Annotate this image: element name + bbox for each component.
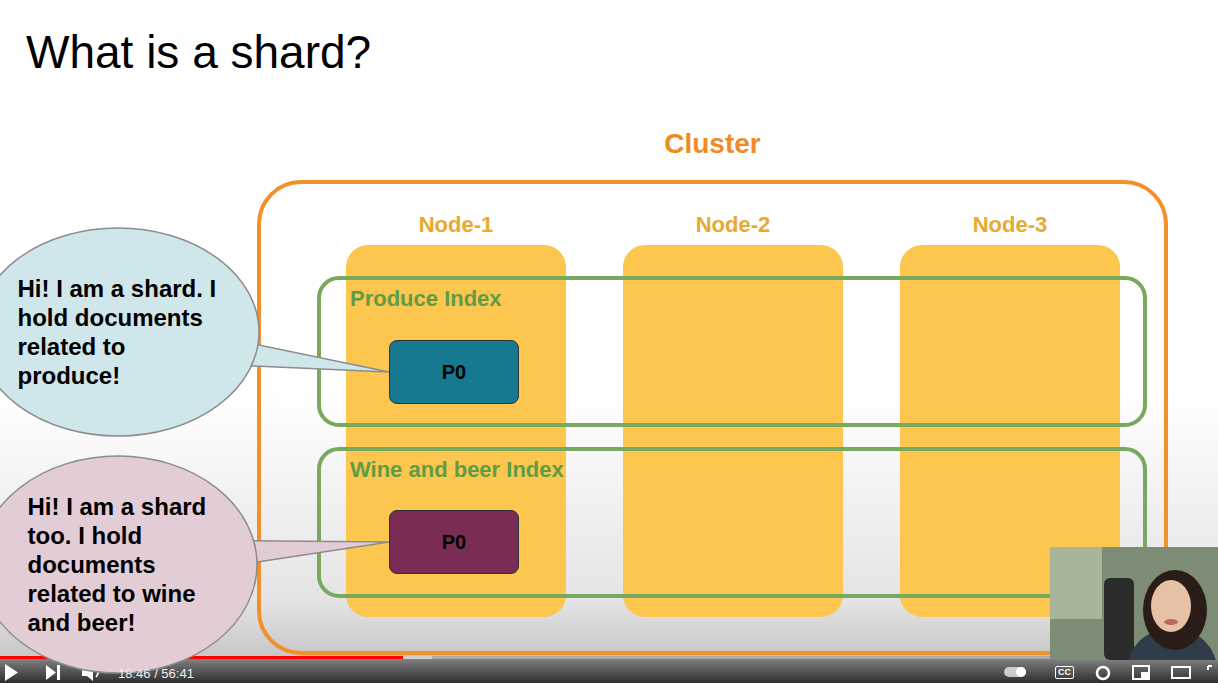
webcam-hair (1143, 570, 1207, 650)
bubble-text: Hi! I am a shard too. I hold documents r… (28, 492, 209, 637)
node-label: Node-2 (623, 205, 843, 238)
miniplayer-inner (1141, 672, 1148, 678)
node-column: Node-2 (623, 205, 843, 617)
fullscreen-icon (1208, 666, 1212, 670)
control-bar (0, 659, 1218, 683)
speech-bubble: Hi! I am a shard too. I hold documents r… (0, 455, 258, 674)
autoplay-toggle (1004, 667, 1026, 677)
cluster-label: Cluster (257, 120, 1168, 160)
theater-icon (1172, 667, 1190, 678)
progress-buffered (403, 656, 432, 659)
cluster-region: ClusterNode-1 Node-2 Node-3Produce IndexP0… (257, 120, 1168, 657)
node-label: Node-1 (346, 205, 566, 238)
node-fill (900, 245, 1120, 617)
speech-bubble: Hi! I am a shard. I hold documents relat… (0, 227, 260, 437)
shard-box: P0 (389, 340, 519, 404)
miniplayer-icon (1133, 666, 1149, 679)
slide-title: What is a shard? (26, 24, 371, 80)
index-band: Produce IndexP0 (317, 276, 1147, 427)
shard-box: P0 (389, 510, 519, 574)
webcam-frame (1050, 547, 1218, 660)
title-holder: What is a shard? (26, 24, 371, 80)
settings-icon (1097, 667, 1109, 679)
video-timestamp: 18:46 / 56:41 (118, 666, 194, 681)
play-icon (5, 664, 18, 681)
bubble-ellipse (0, 228, 259, 436)
index-label: Produce Index (317, 276, 1147, 312)
node-fill (623, 245, 843, 617)
bubble-shape (0, 227, 260, 437)
cluster-border (257, 180, 1168, 655)
label-holder: CC (1055, 666, 1074, 679)
node-column: Node-3 (900, 205, 1120, 617)
webcam-window (1050, 547, 1102, 619)
autoplay-knob (1016, 667, 1026, 677)
captions-icon: CC (1055, 666, 1074, 679)
webcam-chair (1104, 578, 1134, 660)
label-holder: 18:46 / 56:41 (118, 666, 194, 681)
next-icon-bar (57, 665, 60, 680)
bubble-ellipse (0, 456, 257, 673)
shard-label: P0 (442, 530, 466, 554)
next-icon (46, 665, 56, 680)
node-label: Node-3 (900, 205, 1120, 238)
index-band: Wine and beer IndexP0 (317, 447, 1147, 598)
index-label: Wine and beer Index (317, 447, 1147, 483)
webcam-face (1151, 580, 1191, 632)
webcam-mouth (1164, 619, 1178, 625)
bubble-text: Hi! I am a shard. I hold documents relat… (18, 274, 219, 390)
shard-label: P0 (442, 360, 466, 384)
